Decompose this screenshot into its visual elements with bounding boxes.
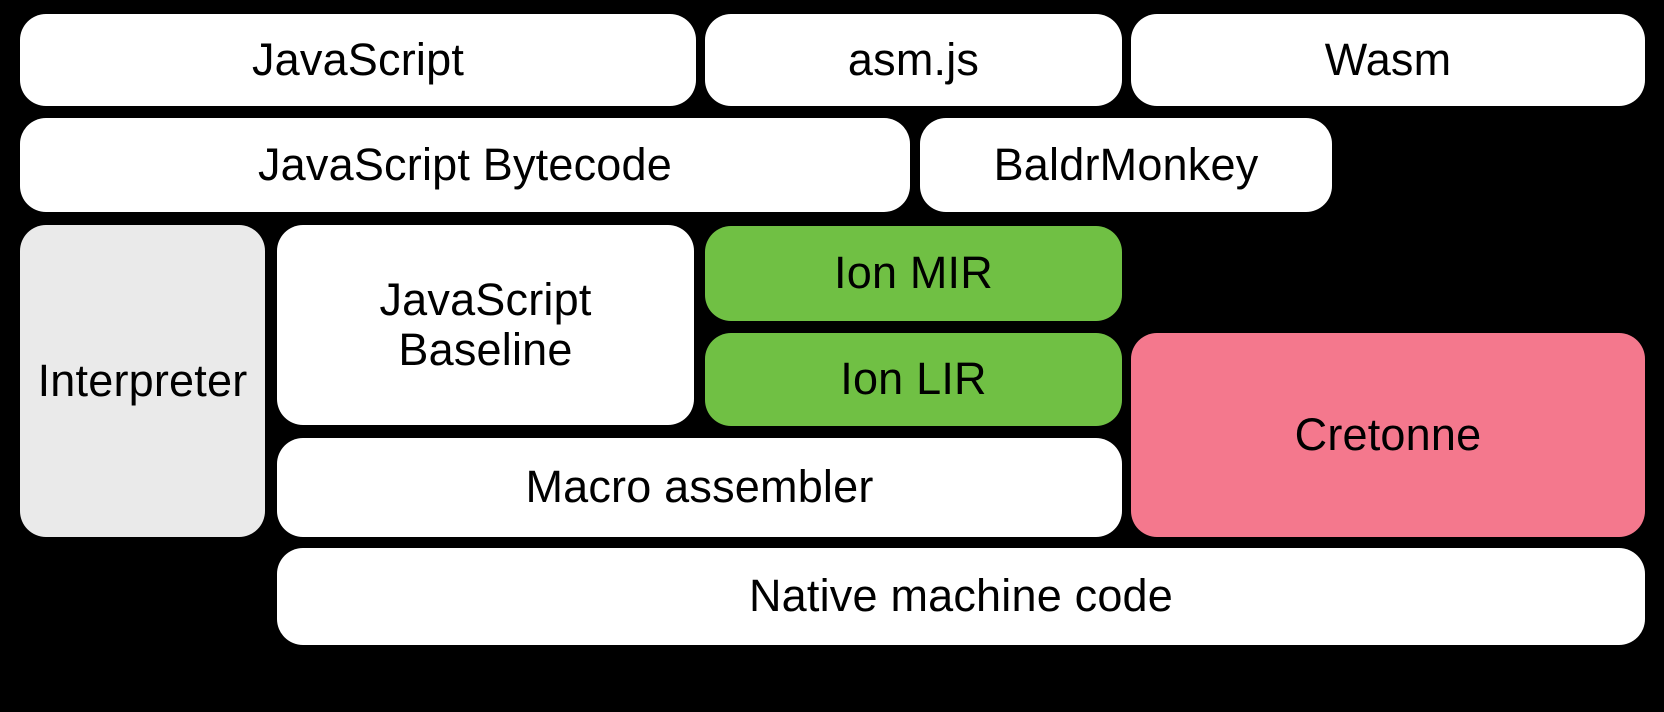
node-macro-assembler[interactable]: Macro assembler xyxy=(277,438,1122,537)
node-javascript-baseline[interactable]: JavaScript Baseline xyxy=(277,225,694,425)
node-javascript-bytecode[interactable]: JavaScript Bytecode xyxy=(20,118,910,212)
node-wasm[interactable]: Wasm xyxy=(1131,14,1645,106)
node-baldrmonkey[interactable]: BaldrMonkey xyxy=(920,118,1332,212)
node-asm-js[interactable]: asm.js xyxy=(705,14,1122,106)
node-native-machine-code[interactable]: Native machine code xyxy=(277,548,1645,645)
node-cretonne[interactable]: Cretonne xyxy=(1131,333,1645,537)
node-ion-lir[interactable]: Ion LIR xyxy=(705,333,1122,426)
node-interpreter[interactable]: Interpreter xyxy=(20,225,265,537)
node-ion-mir[interactable]: Ion MIR xyxy=(705,226,1122,321)
node-javascript[interactable]: JavaScript xyxy=(20,14,696,106)
